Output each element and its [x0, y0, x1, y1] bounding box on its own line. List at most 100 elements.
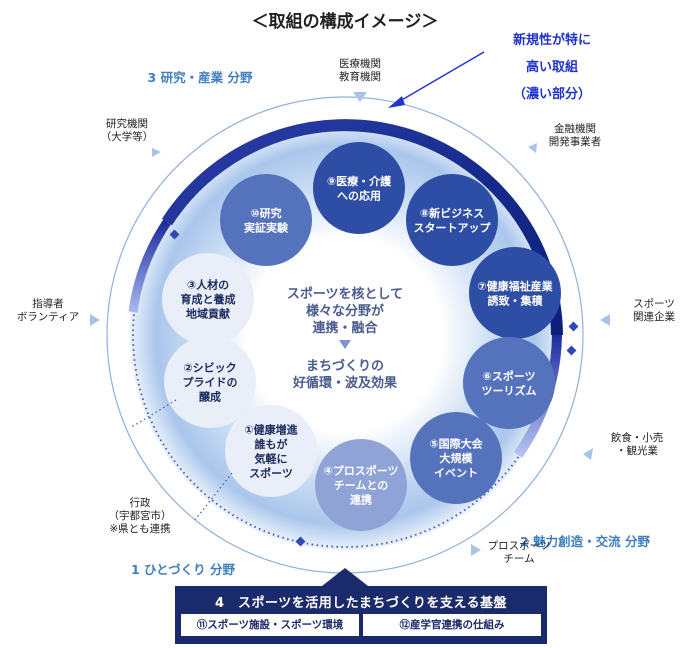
stakeholder-label-line: 教育機関 — [339, 70, 381, 83]
node-label-line: チームとの — [334, 479, 389, 492]
node-circle — [225, 405, 317, 497]
node-label-line: ツーリズム — [482, 383, 537, 397]
node-circle — [162, 253, 254, 345]
node-label-line: スポーツ — [249, 466, 293, 480]
node-circle — [410, 412, 502, 504]
sector-label-attraction: 2 魅力創造・交流 分野 — [520, 534, 650, 549]
sector-label-research: 3 研究・産業 分野 — [148, 70, 253, 85]
center-line-top: 連携・融合 — [312, 320, 378, 336]
callout-pointer — [399, 51, 485, 102]
stakeholder-label-line: 行政 — [130, 496, 151, 509]
center-line-bottom: 好循環・波及効果 — [292, 375, 397, 391]
center-line-top: スポーツを核として — [287, 286, 403, 302]
node-label-line: 育成と養成 — [181, 292, 236, 306]
node-label-line: ⑩研究 — [250, 206, 281, 220]
emphasis-arc-left — [128, 219, 171, 313]
node-label-line: 気軽に — [255, 451, 288, 465]
node-label-line: ④プロスポーツ — [323, 464, 398, 478]
stakeholder-label-line: ボランティア — [17, 311, 79, 323]
node-circle — [315, 439, 407, 531]
node-circle — [406, 174, 498, 266]
node-label-line: ⑨医療・介護 — [327, 174, 392, 188]
node-circle — [164, 336, 256, 428]
node-label-line: 大規模 — [440, 451, 474, 465]
node-label-line: 誰もが — [255, 437, 288, 451]
stakeholder-label-line: チーム — [503, 553, 534, 565]
stakeholder-label-line: 研究機関 — [106, 117, 148, 130]
base-triangle — [322, 568, 368, 586]
node-label-line: ⑦健康福祉産業 — [477, 279, 553, 293]
stakeholder-label-line: スポーツ — [633, 298, 675, 310]
stakeholder-label-line: 医療機関 — [339, 57, 381, 70]
node-circle — [463, 337, 555, 429]
callout-arrowhead-icon — [388, 96, 405, 108]
stakeholder-research: 研究機関（大学等） — [101, 117, 154, 143]
node-label-line: 地域貢献 — [186, 307, 230, 321]
stakeholder-label-line: （宇都宮市） — [109, 509, 172, 522]
node-label-line: 連携 — [350, 493, 372, 507]
stakeholder-food: 飲食・小売・観光業 — [611, 431, 664, 457]
node-label-line: ⑥スポーツ — [482, 369, 535, 383]
callout-line-3: （濃い部分） — [513, 86, 591, 102]
center-line-bottom: まちづくりの — [306, 358, 384, 374]
foundation-item-facilities: ⑪スポーツ施設・スポーツ環境 — [181, 614, 359, 636]
stakeholder-label-line: プロスポーツ — [488, 540, 551, 552]
stakeholder-label-line: （大学等） — [101, 130, 154, 143]
stakeholder-gov: 行政（宇都宮市）※県とも連携 — [109, 496, 172, 535]
node-circle — [220, 174, 312, 266]
stakeholder-labels: 医療機関教育機関金融機関開発事業者スポーツ関連企業飲食・小売・観光業プロスポーツ… — [17, 57, 676, 565]
foundation-panel: 4 スポーツを活用したまちづくりを支える基盤 ⑪スポーツ施設・スポーツ環境 ⑫産… — [175, 586, 547, 644]
callout-line-1: 新規性が特に — [513, 32, 591, 48]
stakeholder-label-line: 指導者 — [32, 297, 64, 310]
sector-markers — [169, 229, 579, 547]
callout: 新規性が特に 高い取組 （濃い部分） — [388, 32, 591, 108]
stakeholder-label-line: 開発事業者 — [549, 135, 602, 148]
node-label-line: 醸成 — [199, 390, 221, 404]
stakeholder-label-line: ・観光業 — [616, 444, 658, 457]
node-circle — [469, 247, 561, 339]
node-label-line: スタートアップ — [414, 220, 492, 234]
initiative-nodes: ⑨医療・介護への応用⑧新ビジネススタートアップ⑦健康福祉産業誘致・集積⑥スポーツ… — [162, 142, 561, 531]
stakeholder-label-line: 金融機関 — [554, 122, 596, 135]
diagram-title: ＜取組の構成イメージ＞ — [252, 11, 439, 32]
stakeholder-label-line: 関連企業 — [633, 310, 675, 323]
foundation-item-collaboration: ⑫産学官連携の仕組み — [363, 614, 541, 636]
node-label-line: 誘致・集積 — [488, 293, 544, 307]
stakeholder-label-line: ※県とも連携 — [109, 522, 170, 535]
callout-line-2: 高い取組 — [526, 59, 578, 75]
node-label-line: イベント — [434, 467, 478, 480]
node-label-line: ⑧新ビジネス — [420, 206, 484, 220]
node-label-line: 実証実験 — [244, 220, 289, 234]
center-disk — [271, 236, 419, 384]
node-circle — [313, 142, 405, 234]
node-label-line: ③人材の — [187, 278, 229, 292]
leader-lines — [129, 399, 233, 521]
node-label-line: ⑤国際大会 — [429, 437, 483, 451]
center-line-top: 様々な分野が — [306, 303, 384, 319]
node-label-line: プライドの — [183, 375, 238, 389]
node-label-line: ①健康増進 — [244, 422, 298, 436]
stakeholder-label-line: 飲食・小売 — [611, 431, 664, 444]
foundation-title: 4 スポーツを活用したまちづくりを支える基盤 — [214, 596, 507, 611]
node-label-line: ②シビック — [183, 361, 236, 375]
node-label-line: への応用 — [337, 188, 381, 202]
